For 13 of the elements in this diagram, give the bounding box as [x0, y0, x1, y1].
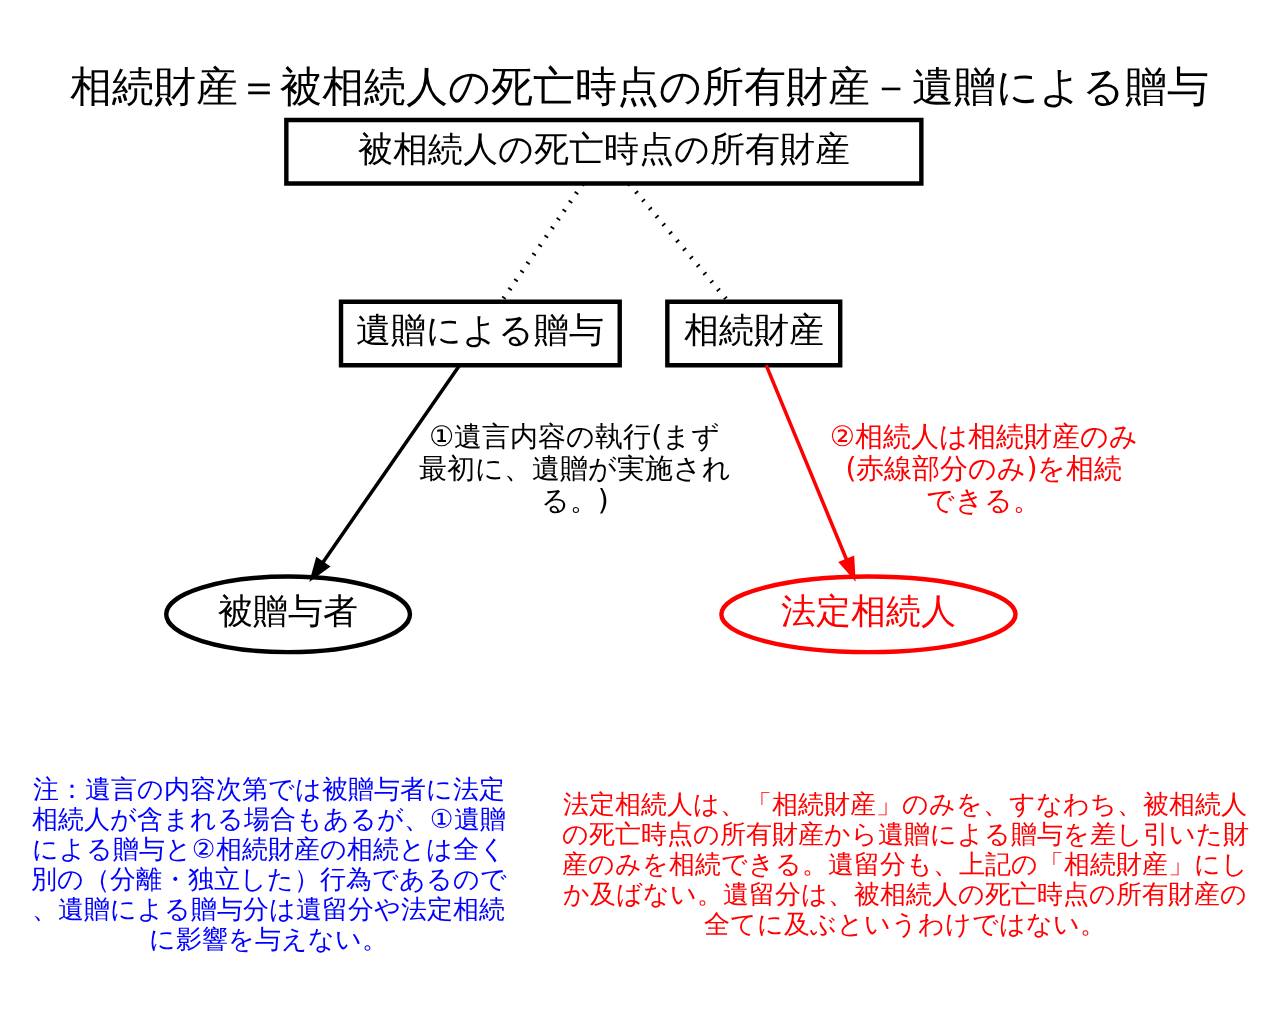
diagram-title: 相続財産＝被相続人の死亡時点の所有財産－遺贈による贈与: [70, 61, 1210, 111]
node-box: 被相続人の死亡時点の所有財産: [284, 117, 924, 186]
arrow: [309, 364, 461, 582]
edge-label: ②相続人は相続財産のみ(赤線部分のみ)を相続できる。: [829, 420, 1139, 517]
node-ellipse: 法定相続人: [719, 574, 1018, 655]
connector: [627, 182, 730, 303]
edge-label: ①遺言内容の執行(まず最初に、遺贈が実施される。): [418, 420, 731, 517]
node-ellipse: 被贈与者: [164, 574, 413, 655]
node-box: 相続財産: [665, 299, 843, 368]
node-box: 遺贈による贈与: [338, 299, 622, 368]
label: 注：遺言の内容次第では被贈与者に法定相続人が含まれる場合もあるが、①遺贈による贈与と②相続財産の相続とは全く別の（分離・独立した）行為であるので、遺贈による贈与分は遺留分や法定相続に影響を与えない。: [30, 773, 507, 955]
label: 法定相続人は、「相続財産」のみを、すなわち、被相続人の死亡時点の所有財産から遺贈による贈与を差し引いた財産のみを相続できる。遺留分も、上記の「相続財産」にしか及ばない。遺留分は、被相続人の死亡時点の所有財産の全てに及ぶというわけではない。: [561, 788, 1249, 940]
arrow: [764, 364, 856, 582]
